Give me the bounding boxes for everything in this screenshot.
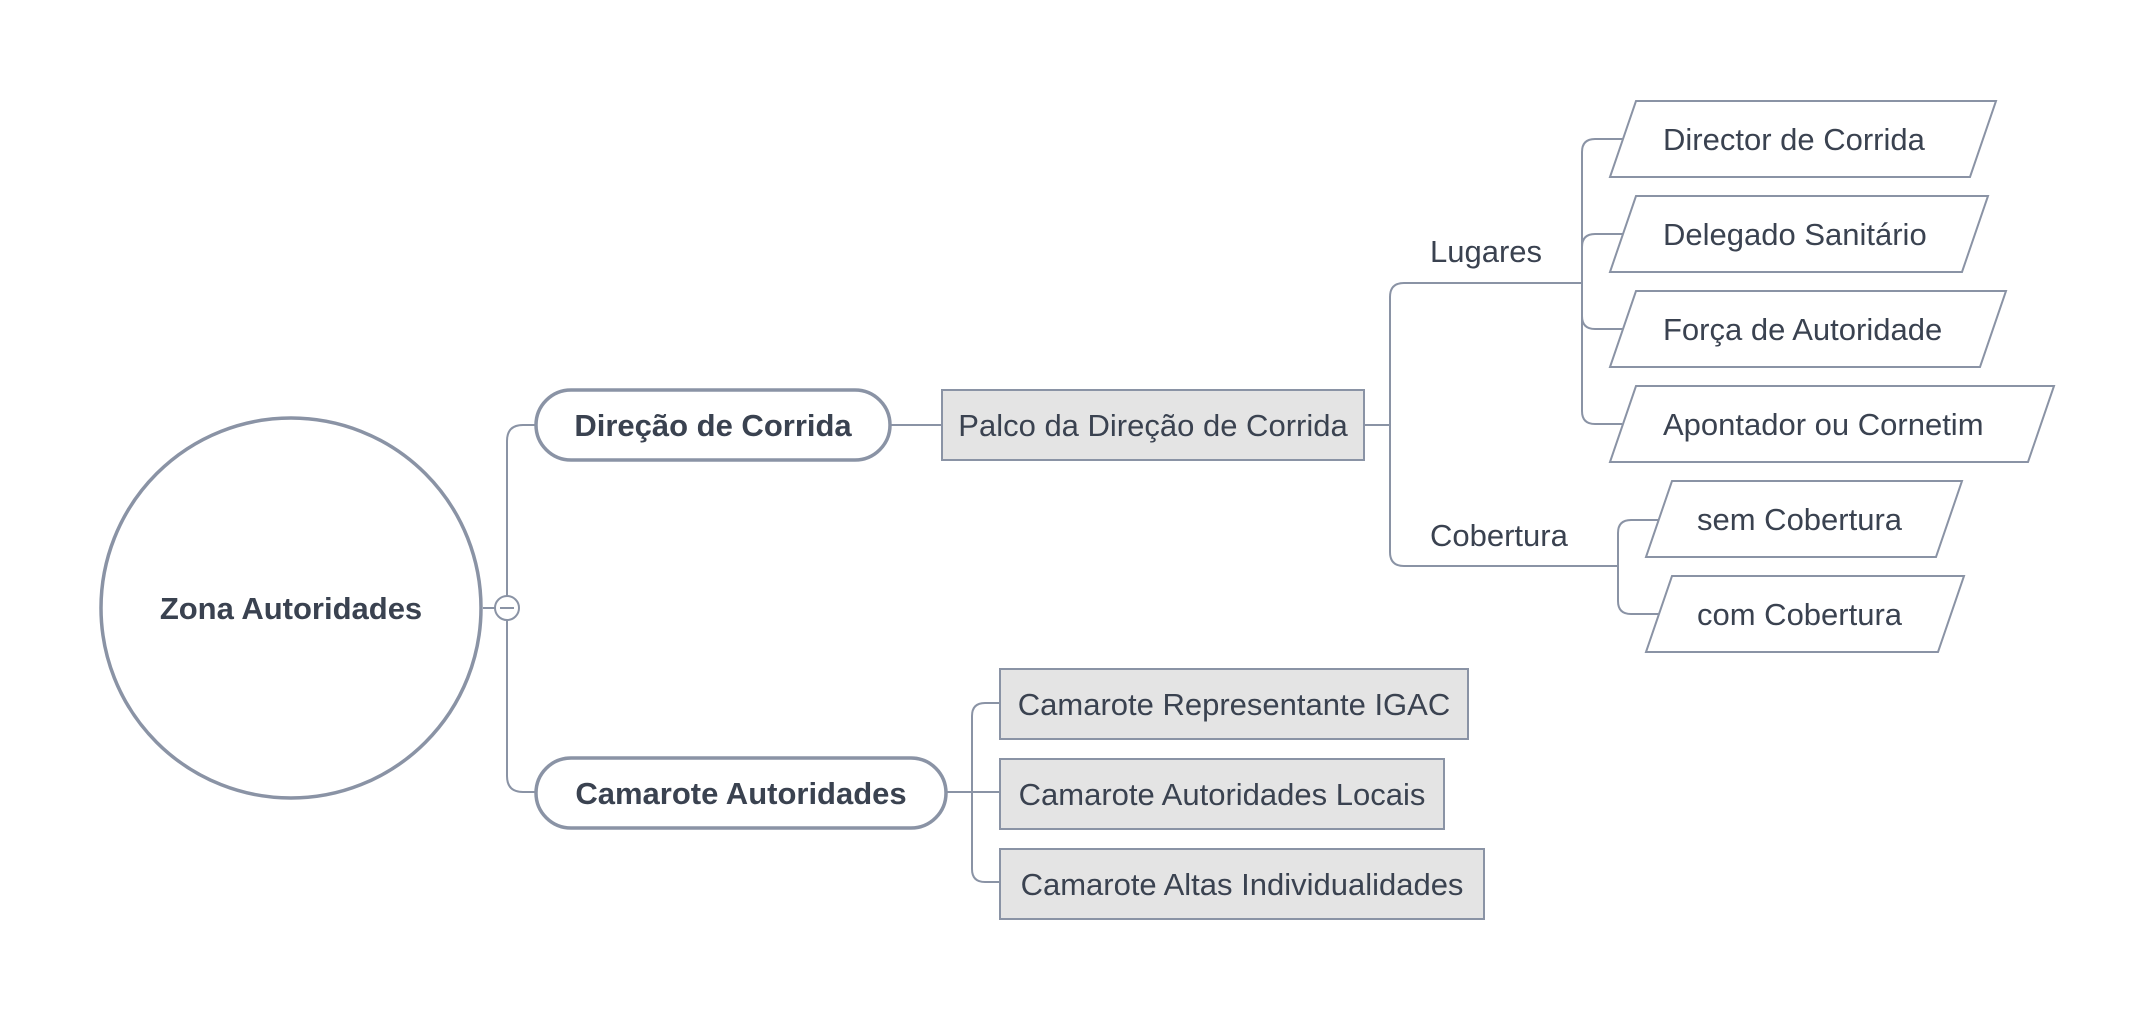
cobertura-item-1[interactable]: sem Cobertura bbox=[1644, 480, 1964, 558]
camarote-child-3-box bbox=[999, 848, 1485, 920]
connector-cobertura bbox=[1389, 425, 1618, 567]
camarote-child-3[interactable]: Camarote Altas Individualidades bbox=[999, 848, 1485, 920]
connector-camarote-1 bbox=[971, 702, 1000, 792]
group-label-cobertura[interactable]: Cobertura bbox=[1430, 518, 1569, 553]
node-camarote-autoridades[interactable]: Camarote Autoridades bbox=[534, 756, 948, 830]
cobertura-item-1-label: sem Cobertura bbox=[1697, 502, 1903, 537]
camarote-child-2-box bbox=[999, 758, 1445, 830]
palco-label: Palco da Direção de Corrida bbox=[958, 408, 1348, 443]
node-direcao-de-corrida[interactable]: Direção de Corrida bbox=[534, 388, 892, 462]
connector-lugares bbox=[1389, 282, 1580, 425]
root-circle bbox=[99, 416, 483, 800]
connector-lugares-3 bbox=[1581, 283, 1624, 330]
lugares-item-4-label: Apontador ou Cornetim bbox=[1663, 407, 1984, 442]
camarote-label: Camarote Autoridades bbox=[575, 776, 906, 811]
connectors bbox=[483, 138, 1662, 883]
lugares-item-1[interactable]: Director de Corrida bbox=[1608, 100, 1998, 178]
cobertura-item-2-shape bbox=[1644, 575, 1966, 653]
lugares-item-1-label: Director de Corrida bbox=[1663, 122, 1926, 157]
connector-cobertura-2 bbox=[1617, 566, 1662, 615]
camarote-child-1-label: Camarote Representante IGAC bbox=[1018, 687, 1451, 722]
connector-camarote bbox=[506, 608, 536, 793]
lugares-item-3[interactable]: Força de Autoridade bbox=[1608, 290, 2008, 368]
node-palco[interactable]: Palco da Direção de Corrida bbox=[941, 389, 1365, 461]
camarote-child-1-box bbox=[999, 668, 1469, 740]
cobertura-item-1-shape bbox=[1644, 480, 1964, 558]
direcao-label: Direção de Corrida bbox=[574, 408, 852, 443]
lugares-item-3-label: Força de Autoridade bbox=[1663, 312, 1942, 347]
lugares-item-2-label: Delegado Sanitário bbox=[1663, 217, 1927, 252]
camarote-pill bbox=[534, 756, 948, 830]
direcao-pill bbox=[534, 388, 892, 462]
connector-lugares-4 bbox=[1581, 283, 1622, 425]
connector-direcao bbox=[506, 424, 536, 608]
lugares-item-2[interactable]: Delegado Sanitário bbox=[1608, 195, 1990, 273]
lugares-item-4-shape bbox=[1608, 385, 2056, 463]
connector-lugares-2 bbox=[1581, 233, 1630, 283]
camarote-child-1[interactable]: Camarote Representante IGAC bbox=[999, 668, 1469, 740]
lugares-item-3-shape bbox=[1608, 290, 2008, 368]
cobertura-item-2-label: com Cobertura bbox=[1697, 597, 1903, 632]
lugares-item-4[interactable]: Apontador ou Cornetim bbox=[1608, 385, 2056, 463]
connector-lugares-1 bbox=[1581, 138, 1626, 283]
connector-camarote-3 bbox=[971, 792, 1000, 883]
camarote-child-2-label: Camarote Autoridades Locais bbox=[1019, 777, 1426, 812]
root-label: Zona Autoridades bbox=[160, 591, 422, 626]
cobertura-item-2[interactable]: com Cobertura bbox=[1644, 575, 1966, 653]
root-node[interactable]: Zona Autoridades bbox=[99, 416, 483, 800]
camarote-child-3-label: Camarote Altas Individualidades bbox=[1021, 867, 1464, 902]
collapse-toggle[interactable] bbox=[494, 595, 520, 621]
group-label-lugares[interactable]: Lugares bbox=[1430, 234, 1542, 269]
lugares-item-1-shape bbox=[1608, 100, 1998, 178]
palco-box bbox=[941, 389, 1365, 461]
connector-cobertura-1 bbox=[1617, 519, 1662, 566]
lugares-item-2-shape bbox=[1608, 195, 1990, 273]
camarote-child-2[interactable]: Camarote Autoridades Locais bbox=[999, 758, 1445, 830]
